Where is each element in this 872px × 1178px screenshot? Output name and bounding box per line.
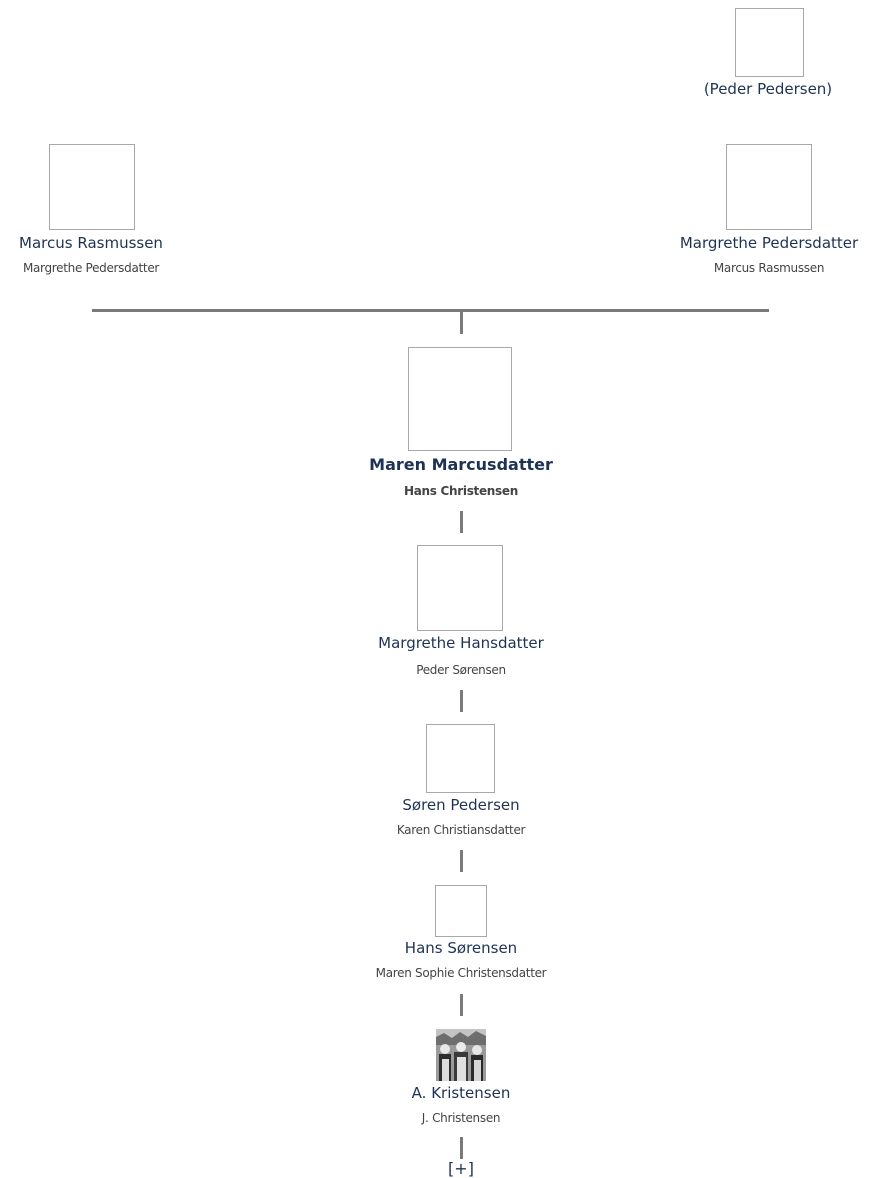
connector-line	[460, 1137, 463, 1159]
person-name-descendant-2[interactable]: Søren Pedersen	[402, 796, 520, 814]
connector-line	[460, 994, 463, 1016]
person-name-peder-pedersen[interactable]: (Peder Pedersen)	[703, 80, 833, 98]
connector-line	[460, 511, 463, 533]
family-photo-icon[interactable]	[436, 1029, 486, 1081]
spouse-name-father[interactable]: Margrethe Pedersdatter	[22, 261, 160, 275]
person-name-mother[interactable]: Margrethe Pedersdatter	[679, 234, 859, 252]
spouse-name-focus[interactable]: Hans Christensen	[404, 484, 518, 498]
spouse-name-descendant-4[interactable]: J. Christensen	[421, 1111, 501, 1125]
portrait-placeholder-descendant-1[interactable]	[417, 545, 503, 631]
spouse-name-descendant-1[interactable]: Peder Sørensen	[416, 663, 506, 677]
spouse-name-descendant-2[interactable]: Karen Christiansdatter	[396, 823, 526, 837]
person-name-descendant-3[interactable]: Hans Sørensen	[404, 939, 518, 957]
connector-line	[460, 690, 463, 712]
portrait-placeholder-descendant-3[interactable]	[435, 885, 487, 937]
portrait-placeholder-peder-pedersen[interactable]	[735, 8, 804, 77]
person-name-descendant-4[interactable]: A. Kristensen	[411, 1084, 511, 1102]
portrait-placeholder-descendant-2[interactable]	[426, 724, 495, 793]
parents-connector-line	[92, 309, 769, 312]
spouse-name-descendant-3[interactable]: Maren Sophie Christensdatter	[375, 966, 547, 980]
person-name-descendant-1[interactable]: Margrethe Hansdatter	[378, 634, 544, 652]
connector-line	[460, 850, 463, 872]
expand-button[interactable]: [+]	[448, 1159, 474, 1178]
portrait-placeholder-focus[interactable]	[408, 347, 512, 451]
portrait-placeholder-mother[interactable]	[726, 144, 812, 230]
person-name-focus[interactable]: Maren Marcusdatter	[369, 455, 553, 474]
person-name-father[interactable]: Marcus Rasmussen	[19, 234, 163, 252]
portrait-placeholder-father[interactable]	[49, 144, 135, 230]
spouse-name-mother[interactable]: Marcus Rasmussen	[713, 261, 825, 275]
connector-line-to-focus	[460, 312, 463, 334]
